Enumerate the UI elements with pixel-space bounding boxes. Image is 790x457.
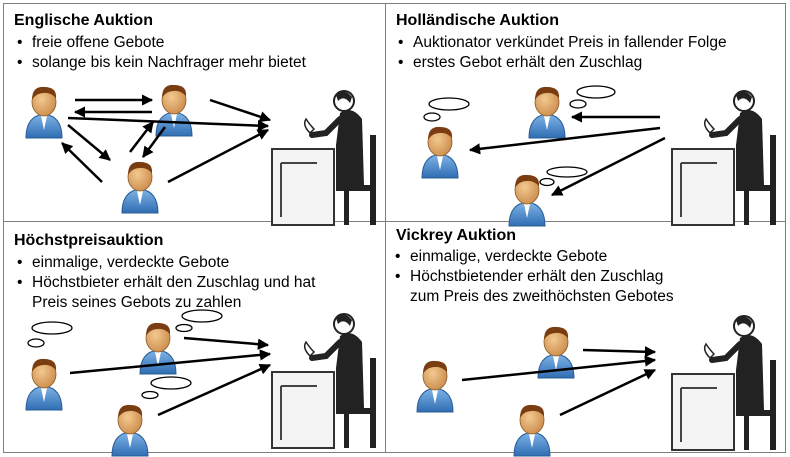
bullet-4-2: Höchstbietender erhält den Zuschlag	[395, 267, 663, 287]
auctioneer-icon	[272, 314, 376, 448]
bullet-4-2-cont: zum Preis des zweithöchsten Gebotes	[410, 288, 674, 305]
bullet-3-2: Höchstbieter erhält den Zuschlag und hat	[17, 273, 316, 293]
bullet-2-2: erstes Gebot erhält den Zuschlag	[398, 53, 642, 73]
panel3-art	[25, 309, 376, 457]
diagram-frame	[3, 3, 786, 453]
bullet-4-1: einmalige, verdeckte Gebote	[395, 247, 607, 267]
bullet-1-2: solange bis kein Nachfrager mehr bietet	[17, 53, 306, 73]
panel-title-hoechstpreis: Höchstpreisauktion	[14, 232, 164, 249]
bidder-icon	[121, 161, 159, 214]
horizontal-divider	[3, 221, 786, 222]
bidder-icon	[25, 358, 63, 411]
auctioneer-icon	[672, 316, 776, 450]
bidder-icon	[25, 86, 63, 139]
bidder-icon	[111, 404, 149, 457]
panel2-art	[421, 85, 776, 226]
vertical-divider	[385, 3, 386, 453]
bidder-icon	[416, 360, 454, 413]
panel-title-hollaendische: Holländische Auktion	[396, 12, 559, 29]
bidder-icon	[155, 84, 193, 137]
auctioneer-icon	[272, 91, 376, 225]
bullet-1-1: freie offene Gebote	[17, 33, 164, 53]
bullet-3-1: einmalige, verdeckte Gebote	[17, 253, 229, 273]
auctioneer-icon	[672, 91, 776, 225]
bullet-2-1: Auktionator verkündet Preis in fallender…	[398, 33, 727, 53]
bidder-icon	[513, 404, 551, 457]
panel-title-englische: Englische Auktion	[14, 12, 153, 29]
panel-title-vickrey: Vickrey Auktion	[396, 227, 517, 244]
panel1-art	[25, 84, 376, 225]
panel4-art	[416, 316, 776, 457]
bidder-icon	[528, 86, 566, 139]
bullet-3-2-cont: Preis seines Gebots zu zahlen	[32, 294, 242, 311]
bidder-icon	[421, 126, 459, 179]
